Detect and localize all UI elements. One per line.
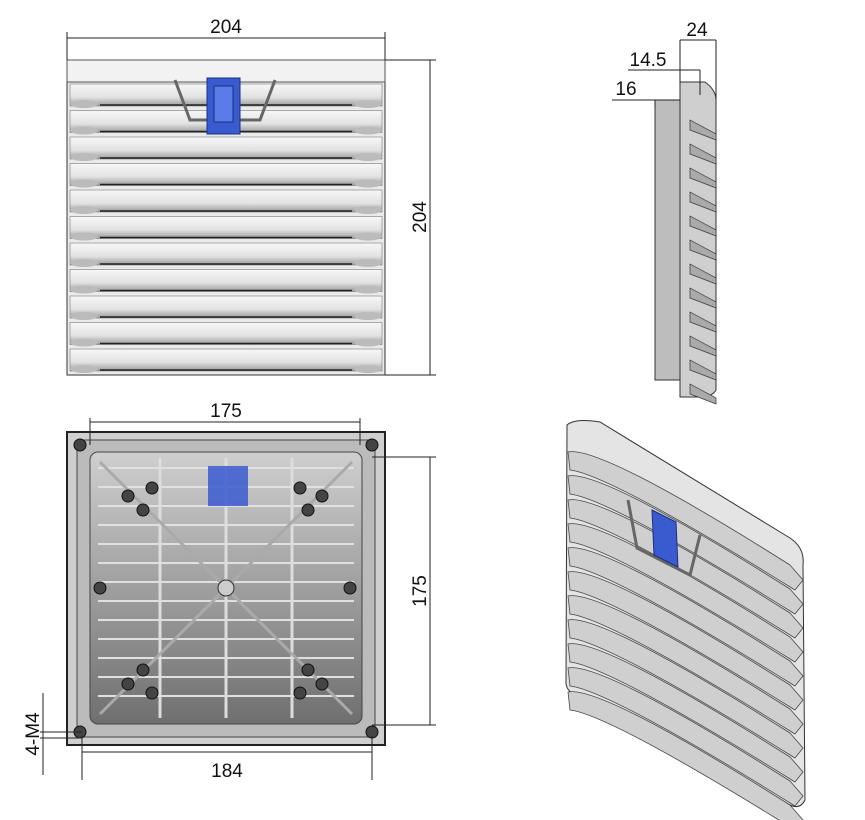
- side-depth-total-dimension: 24: [686, 20, 708, 41]
- louver: [567, 619, 804, 759]
- screw-hole: [145, 686, 159, 700]
- isometric-louvers: [567, 451, 804, 820]
- back-hole-height-dimension: 175: [410, 575, 431, 607]
- screw-hole: [73, 438, 87, 452]
- screw-hole: [315, 677, 329, 691]
- louver-tooth: [689, 383, 717, 405]
- louver-tooth: [689, 215, 717, 237]
- front-height-dimension: 204: [410, 201, 431, 233]
- louver: [567, 571, 804, 711]
- side-depth-back-dimension: 16: [615, 79, 636, 100]
- front-view: 204 204: [66, 17, 436, 376]
- louver-tooth: [689, 143, 717, 165]
- louver: [567, 643, 804, 783]
- louver: [69, 189, 383, 213]
- louver-tooth: [689, 311, 717, 333]
- louver: [567, 451, 804, 591]
- screw-hole: [136, 663, 150, 677]
- louver-tooth: [689, 287, 717, 309]
- louver-tooth: [689, 335, 717, 357]
- louver: [69, 136, 383, 160]
- louver: [567, 523, 804, 663]
- screw-hole: [293, 686, 307, 700]
- screw-size-label: 4-M4: [23, 712, 44, 756]
- louver: [69, 216, 383, 239]
- screw-hole: [136, 503, 150, 517]
- back-view: 175 175 184 4-M4: [23, 401, 436, 782]
- cutout-dimension: 184: [211, 761, 243, 782]
- side-louver-profile: [689, 119, 717, 405]
- louver: [69, 322, 383, 345]
- louver-tooth: [689, 359, 717, 381]
- louver: [567, 547, 804, 687]
- screw-hole: [301, 663, 315, 677]
- back-hole-width-dimension: 175: [210, 401, 242, 422]
- screw-hole: [365, 438, 379, 452]
- louver: [567, 595, 804, 735]
- screw-hole: [293, 481, 307, 495]
- screw-hole: [121, 489, 135, 503]
- louver: [69, 348, 383, 372]
- screw-holes: [73, 438, 379, 739]
- louver-tooth: [689, 191, 717, 213]
- louver: [567, 499, 804, 639]
- front-louvers: [69, 83, 383, 373]
- louver: [567, 667, 804, 807]
- louver: [69, 163, 383, 186]
- louver-tooth: [689, 263, 717, 285]
- isometric-view: [565, 420, 806, 820]
- isometric-blue-clip: [651, 509, 679, 568]
- louver: [567, 691, 804, 820]
- louver: [69, 295, 383, 319]
- side-view: 24 14.5 16: [612, 20, 717, 405]
- screw-hole: [93, 581, 107, 595]
- louver-tooth: [689, 119, 717, 141]
- louver: [69, 242, 383, 266]
- screw-hole: [121, 677, 135, 691]
- side-depth-mid-dimension: 14.5: [630, 50, 667, 71]
- screw-hole: [145, 481, 159, 495]
- louver-tooth: [689, 239, 717, 261]
- front-width-dimension: 204: [210, 17, 242, 38]
- louver-tooth: [689, 167, 717, 189]
- screw-hole: [301, 503, 315, 517]
- louver: [567, 475, 804, 615]
- louver: [69, 269, 383, 292]
- screw-hole: [315, 489, 329, 503]
- screw-hole: [343, 581, 357, 595]
